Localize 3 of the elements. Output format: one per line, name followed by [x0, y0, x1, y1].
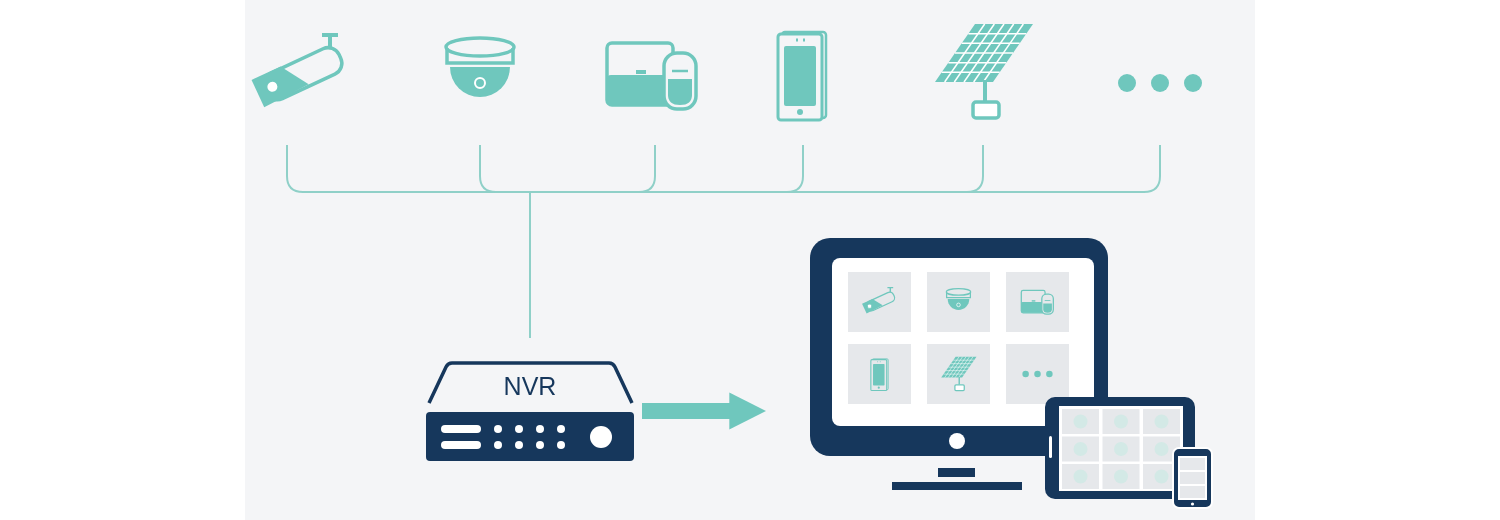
arrow: [642, 392, 767, 430]
connector-line: [529, 144, 1161, 339]
device-label: NVR: [502, 372, 558, 401]
